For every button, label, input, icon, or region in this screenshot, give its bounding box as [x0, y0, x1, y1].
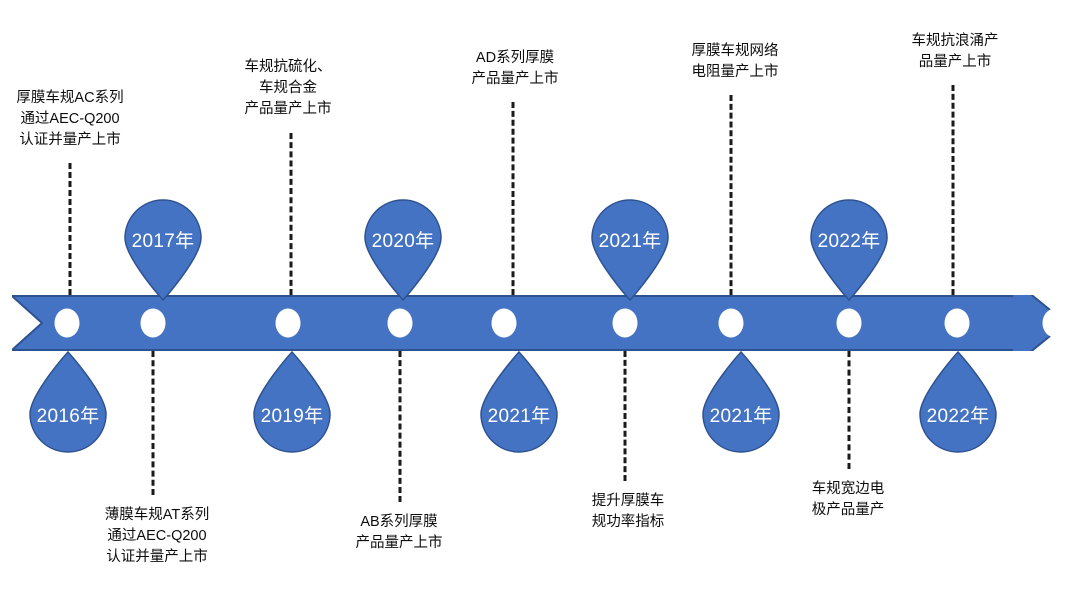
timeline-pin-top[interactable]: 2017年 — [119, 196, 207, 301]
map-pin-icon — [119, 196, 207, 301]
timeline-node-dot — [54, 308, 80, 338]
caption-line: 认证并量产上市 — [19, 132, 121, 149]
arrow-path — [12, 295, 1068, 351]
map-pin-icon — [475, 351, 563, 456]
map-pin-icon — [359, 196, 447, 301]
caption-line: AB系列厚膜 — [360, 514, 438, 530]
pin-shape-path — [253, 351, 331, 453]
timeline-node-dot — [491, 308, 517, 338]
connector-line — [398, 351, 402, 502]
connector-line — [289, 133, 293, 295]
caption-line: 厚膜车规网络 — [691, 43, 779, 59]
connector-line — [623, 351, 627, 481]
pin-shape-path — [702, 351, 780, 453]
connector-line — [511, 102, 515, 295]
caption-line: 车规抗硫化、 — [244, 59, 332, 75]
connector-line — [951, 85, 955, 295]
timeline-caption-top: 厚膜车规AC系列通过AEC-Q200 认证并量产上市 — [16, 88, 123, 151]
timeline-caption-bottom: 车规宽边电极产品量产 — [812, 479, 885, 521]
timeline-pin-bottom[interactable]: 2021年 — [475, 351, 563, 456]
pin-shape-path — [480, 351, 558, 453]
timeline-pin-bottom[interactable]: 2019年 — [248, 351, 336, 456]
caption-line: 品量产上市 — [918, 54, 992, 71]
timeline-node-dot — [275, 308, 301, 338]
timeline-node-dot — [387, 308, 413, 338]
pin-shape-path — [919, 351, 997, 453]
timeline-caption-bottom: 提升厚膜车规功率指标 — [592, 491, 665, 533]
timeline-node-dot — [140, 308, 166, 338]
caption-line: 提升厚膜车 — [591, 493, 665, 509]
caption-line: 厚膜车规AC系列 — [16, 90, 124, 106]
timeline-pin-top[interactable]: 2022年 — [805, 196, 893, 301]
timeline-caption-top: AD系列厚膜产品量产上市 — [472, 48, 559, 90]
pin-shape-path — [29, 351, 107, 453]
caption-line: 极产品量产 — [811, 502, 885, 519]
timeline-caption-top: 车规抗硫化、车规合金产品量产上市 — [245, 57, 332, 120]
timeline-caption-bottom: AB系列厚膜产品量产上市 — [356, 512, 443, 554]
caption-line: 规功率指标 — [591, 514, 665, 531]
caption-line: 产品量产上市 — [355, 535, 443, 552]
timeline-node-dot — [836, 308, 862, 338]
caption-line: 电阻量产上市 — [691, 64, 779, 81]
caption-line: 通过AEC-Q200 — [20, 111, 120, 128]
timeline-node-dot — [1042, 308, 1068, 338]
timeline-arrow-bar — [12, 295, 1068, 351]
timeline-node-dot — [944, 308, 970, 338]
caption-line: 通过AEC-Q200 — [107, 528, 207, 545]
timeline-pin-bottom[interactable]: 2022年 — [914, 351, 1002, 456]
caption-line: 薄膜车规AT系列 — [104, 507, 210, 523]
timeline-arrow-shape — [12, 295, 1068, 351]
map-pin-icon — [248, 351, 336, 456]
timeline-caption-bottom: 薄膜车规AT系列通过AEC-Q200 认证并量产上市 — [105, 505, 209, 568]
connector-line — [151, 351, 155, 495]
timeline-node-dot — [612, 308, 638, 338]
map-pin-icon — [586, 196, 674, 301]
timeline-pin-bottom[interactable]: 2021年 — [697, 351, 785, 456]
connector-line — [847, 351, 851, 469]
caption-line: 车规宽边电 — [811, 481, 885, 497]
timeline-caption-top: 厚膜车规网络电阻量产上市 — [692, 41, 779, 83]
map-pin-icon — [805, 196, 893, 301]
pin-shape-path — [810, 199, 888, 301]
connector-line — [68, 163, 72, 295]
map-pin-icon — [914, 351, 1002, 456]
caption-line: 产品量产上市 — [471, 71, 559, 88]
connector-line — [729, 95, 733, 295]
caption-line: 认证并量产上市 — [106, 549, 208, 566]
timeline-node-dot — [718, 308, 744, 338]
caption-line: AD系列厚膜 — [475, 50, 555, 66]
timeline-caption-top: 车规抗浪涌产品量产上市 — [912, 31, 999, 73]
timeline-pin-top[interactable]: 2020年 — [359, 196, 447, 301]
pin-shape-path — [364, 199, 442, 301]
caption-line: 车规合金 — [259, 80, 317, 97]
map-pin-icon — [697, 351, 785, 456]
pin-shape-path — [591, 199, 669, 301]
pin-shape-path — [124, 199, 202, 301]
caption-line: 产品量产上市 — [244, 101, 332, 118]
timeline-pin-bottom[interactable]: 2016年 — [24, 351, 112, 456]
map-pin-icon — [24, 351, 112, 456]
timeline-pin-top[interactable]: 2021年 — [586, 196, 674, 301]
caption-line: 车规抗浪涌产 — [911, 33, 999, 49]
